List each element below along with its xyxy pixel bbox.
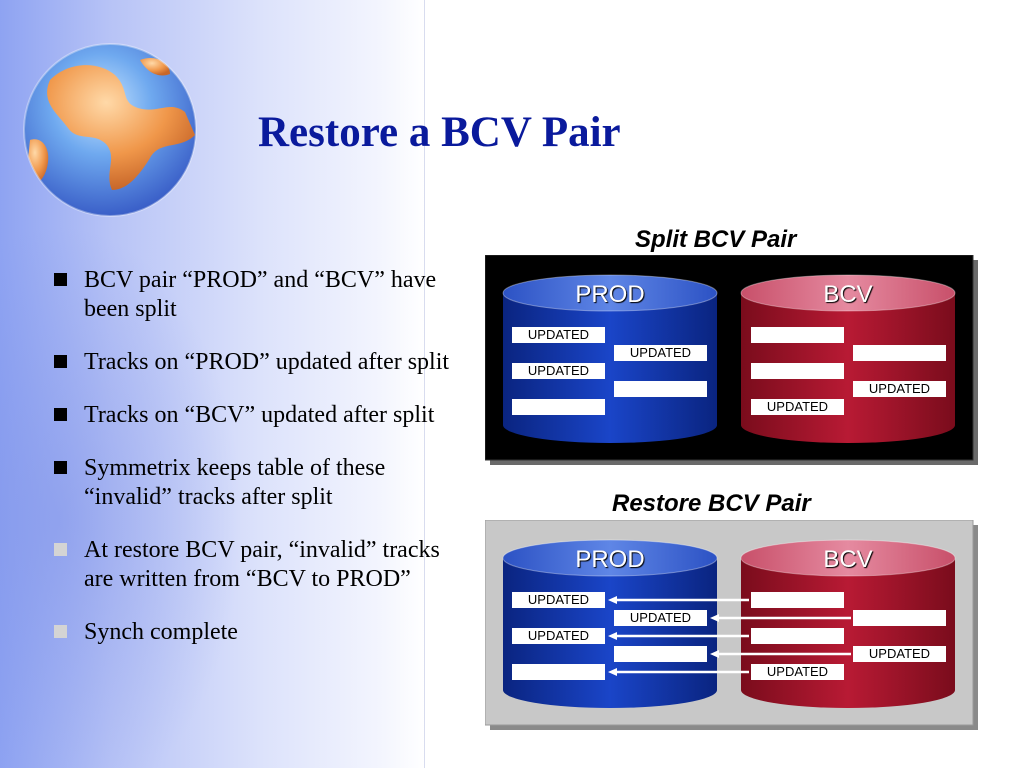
bcv-track-text: UPDATED xyxy=(767,399,828,414)
bullet-text: Synch complete xyxy=(84,619,238,645)
restore-diagram: PROD BCV UPDATED UPDATED UPDATED UPDATED UPDAT… xyxy=(485,520,978,730)
prod-track-text: UPDATED xyxy=(528,363,589,378)
bcv-track xyxy=(853,610,946,626)
prod-track-text: UPDATED xyxy=(528,327,589,342)
bcv-track xyxy=(751,592,844,608)
bcv-cylinder-top xyxy=(740,274,956,312)
bcv-track xyxy=(853,345,946,361)
bullet-item: Symmetrix keeps table of these “invalid”… xyxy=(52,454,472,512)
bullet-item: Synch complete xyxy=(52,618,472,647)
bullet-text: Tracks on “BCV” updated after split xyxy=(84,402,435,428)
bullet-square-icon xyxy=(54,273,67,286)
bullet-item: At restore BCV pair, “invalid” tracks ar… xyxy=(52,536,472,594)
bullet-list: BCV pair “PROD” and “BCV” have been spli… xyxy=(52,266,472,671)
bullet-square-icon xyxy=(54,543,67,556)
prod-track xyxy=(512,664,605,680)
bcv-track-text: UPDATED xyxy=(869,646,930,661)
restore-arrow-head xyxy=(608,632,617,640)
bullet-square-icon xyxy=(54,408,67,421)
prod-track-text: UPDATED xyxy=(528,628,589,643)
bullet-text: At restore BCV pair, “invalid” tracks ar… xyxy=(84,537,440,592)
prod-track xyxy=(614,345,707,361)
prod-track-text: UPDATED xyxy=(630,345,691,360)
bcv-track xyxy=(853,381,946,397)
bullet-square-icon xyxy=(54,625,67,638)
restore-diagram-title: Restore BCV Pair xyxy=(612,490,811,517)
prod-track-text: UPDATED xyxy=(528,592,589,607)
prod-label: PROD xyxy=(575,281,644,308)
side-divider xyxy=(424,0,425,768)
bcv-track-text: UPDATED xyxy=(869,381,930,396)
bcv-label: BCV xyxy=(823,281,872,308)
split-diagram-title: Split BCV Pair xyxy=(635,226,797,253)
bullet-item: Tracks on “BCV” updated after split xyxy=(52,401,472,430)
bullet-item: BCV pair “PROD” and “BCV” have been spli… xyxy=(52,266,472,324)
prod-cylinder-top xyxy=(502,274,718,312)
prod-cylinder-top xyxy=(502,539,718,577)
restore-arrow-head xyxy=(710,614,719,622)
prod-track xyxy=(512,628,605,644)
bcv-track xyxy=(751,664,844,680)
prod-track-text: UPDATED xyxy=(630,610,691,625)
bcv-track xyxy=(853,646,946,662)
split-diagram: PROD BCV UPDATED UPDATED UPDATED UPDATED UPDAT… xyxy=(485,255,978,465)
bullet-text: BCV pair “PROD” and “BCV” have been spli… xyxy=(84,267,437,322)
slide-title: Restore a BCV Pair xyxy=(258,109,621,156)
bullet-text: Tracks on “PROD” updated after split xyxy=(84,349,450,375)
bcv-cylinder-top xyxy=(740,539,956,577)
bcv-label: BCV xyxy=(823,546,872,573)
prod-track xyxy=(614,381,707,397)
bullet-item: Tracks on “PROD” updated after split xyxy=(52,348,472,377)
prod-track xyxy=(512,363,605,379)
bullet-square-icon xyxy=(54,355,67,368)
prod-track xyxy=(614,646,707,662)
prod-track xyxy=(614,610,707,626)
bcv-track-text: UPDATED xyxy=(767,664,828,679)
bcv-track xyxy=(751,628,844,644)
restore-arrow-head xyxy=(710,650,719,658)
prod-track xyxy=(512,399,605,415)
restore-arrow-head xyxy=(608,596,617,604)
restore-arrow-head xyxy=(608,668,617,676)
prod-label: PROD xyxy=(575,546,644,573)
globe-icon xyxy=(23,43,197,217)
bcv-track xyxy=(751,327,844,343)
prod-track xyxy=(512,592,605,608)
prod-track xyxy=(512,327,605,343)
bcv-track xyxy=(751,399,844,415)
bullet-square-icon xyxy=(54,461,67,474)
bcv-track xyxy=(751,363,844,379)
bullet-text: Symmetrix keeps table of these “invalid”… xyxy=(84,455,386,510)
